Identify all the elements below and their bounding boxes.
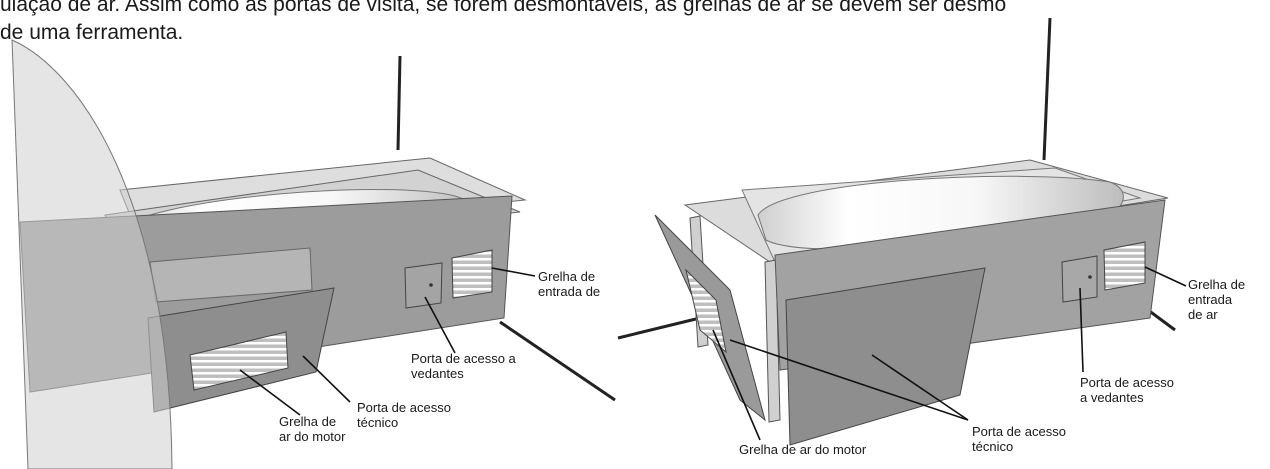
right-seal-access-door xyxy=(1061,255,1098,303)
left-motor-grille xyxy=(189,331,289,391)
left-motor-leader xyxy=(239,369,301,416)
left-inlet-grille-label: Grelha de entrada de xyxy=(538,269,601,299)
intro-line-1: ulação de ar. Assim como as portas de vi… xyxy=(0,0,1007,16)
intro-text: ulação de ar. Assim como as portas de vi… xyxy=(0,0,1270,47)
right-seal-leader xyxy=(1079,287,1084,373)
left-floor-line xyxy=(499,320,616,402)
right-technical-door xyxy=(785,267,986,446)
right-floor-line-left xyxy=(617,316,701,340)
right-motor-leader xyxy=(712,329,761,441)
left-seal-access-door xyxy=(404,262,443,309)
left-inlet-leader xyxy=(491,267,536,277)
right-technical-door-label: Porta de acesso técnico xyxy=(972,424,1066,454)
right-motor-grille-label: Grelha de ar do motor xyxy=(739,442,867,457)
left-wall-corner-line xyxy=(396,55,402,151)
left-seal-door-label: Porta de acesso a vedantes xyxy=(411,351,516,381)
right-floor-line-right xyxy=(1147,308,1176,332)
right-inlet-leader xyxy=(1144,266,1187,287)
left-motor-grille-label: Grelha de ar do motor xyxy=(279,414,346,444)
left-inlet-grille xyxy=(451,249,493,299)
left-seal-leader xyxy=(424,296,456,354)
left-seal-door-knob xyxy=(429,283,433,287)
right-motor-grille xyxy=(685,268,727,354)
left-technical-door-label: Porta de acesso técnico xyxy=(357,400,451,430)
right-wall-corner-line xyxy=(1042,17,1052,161)
right-illustration xyxy=(617,17,1187,446)
right-inlet-grille-label: Grelha de entrada de ar xyxy=(1188,277,1246,322)
right-tech-leader-b xyxy=(871,354,969,421)
intro-line-2: de uma ferramenta. xyxy=(0,21,184,44)
right-tech-leader-a xyxy=(729,339,969,421)
right-inlet-grille xyxy=(1103,241,1146,291)
left-tech-leader xyxy=(302,355,351,403)
left-illustration xyxy=(11,39,616,469)
right-frame-leg-front xyxy=(764,259,781,423)
right-seal-door-label: Porta de acesso a vedantes xyxy=(1080,375,1174,405)
right-seal-door-knob xyxy=(1088,275,1092,279)
